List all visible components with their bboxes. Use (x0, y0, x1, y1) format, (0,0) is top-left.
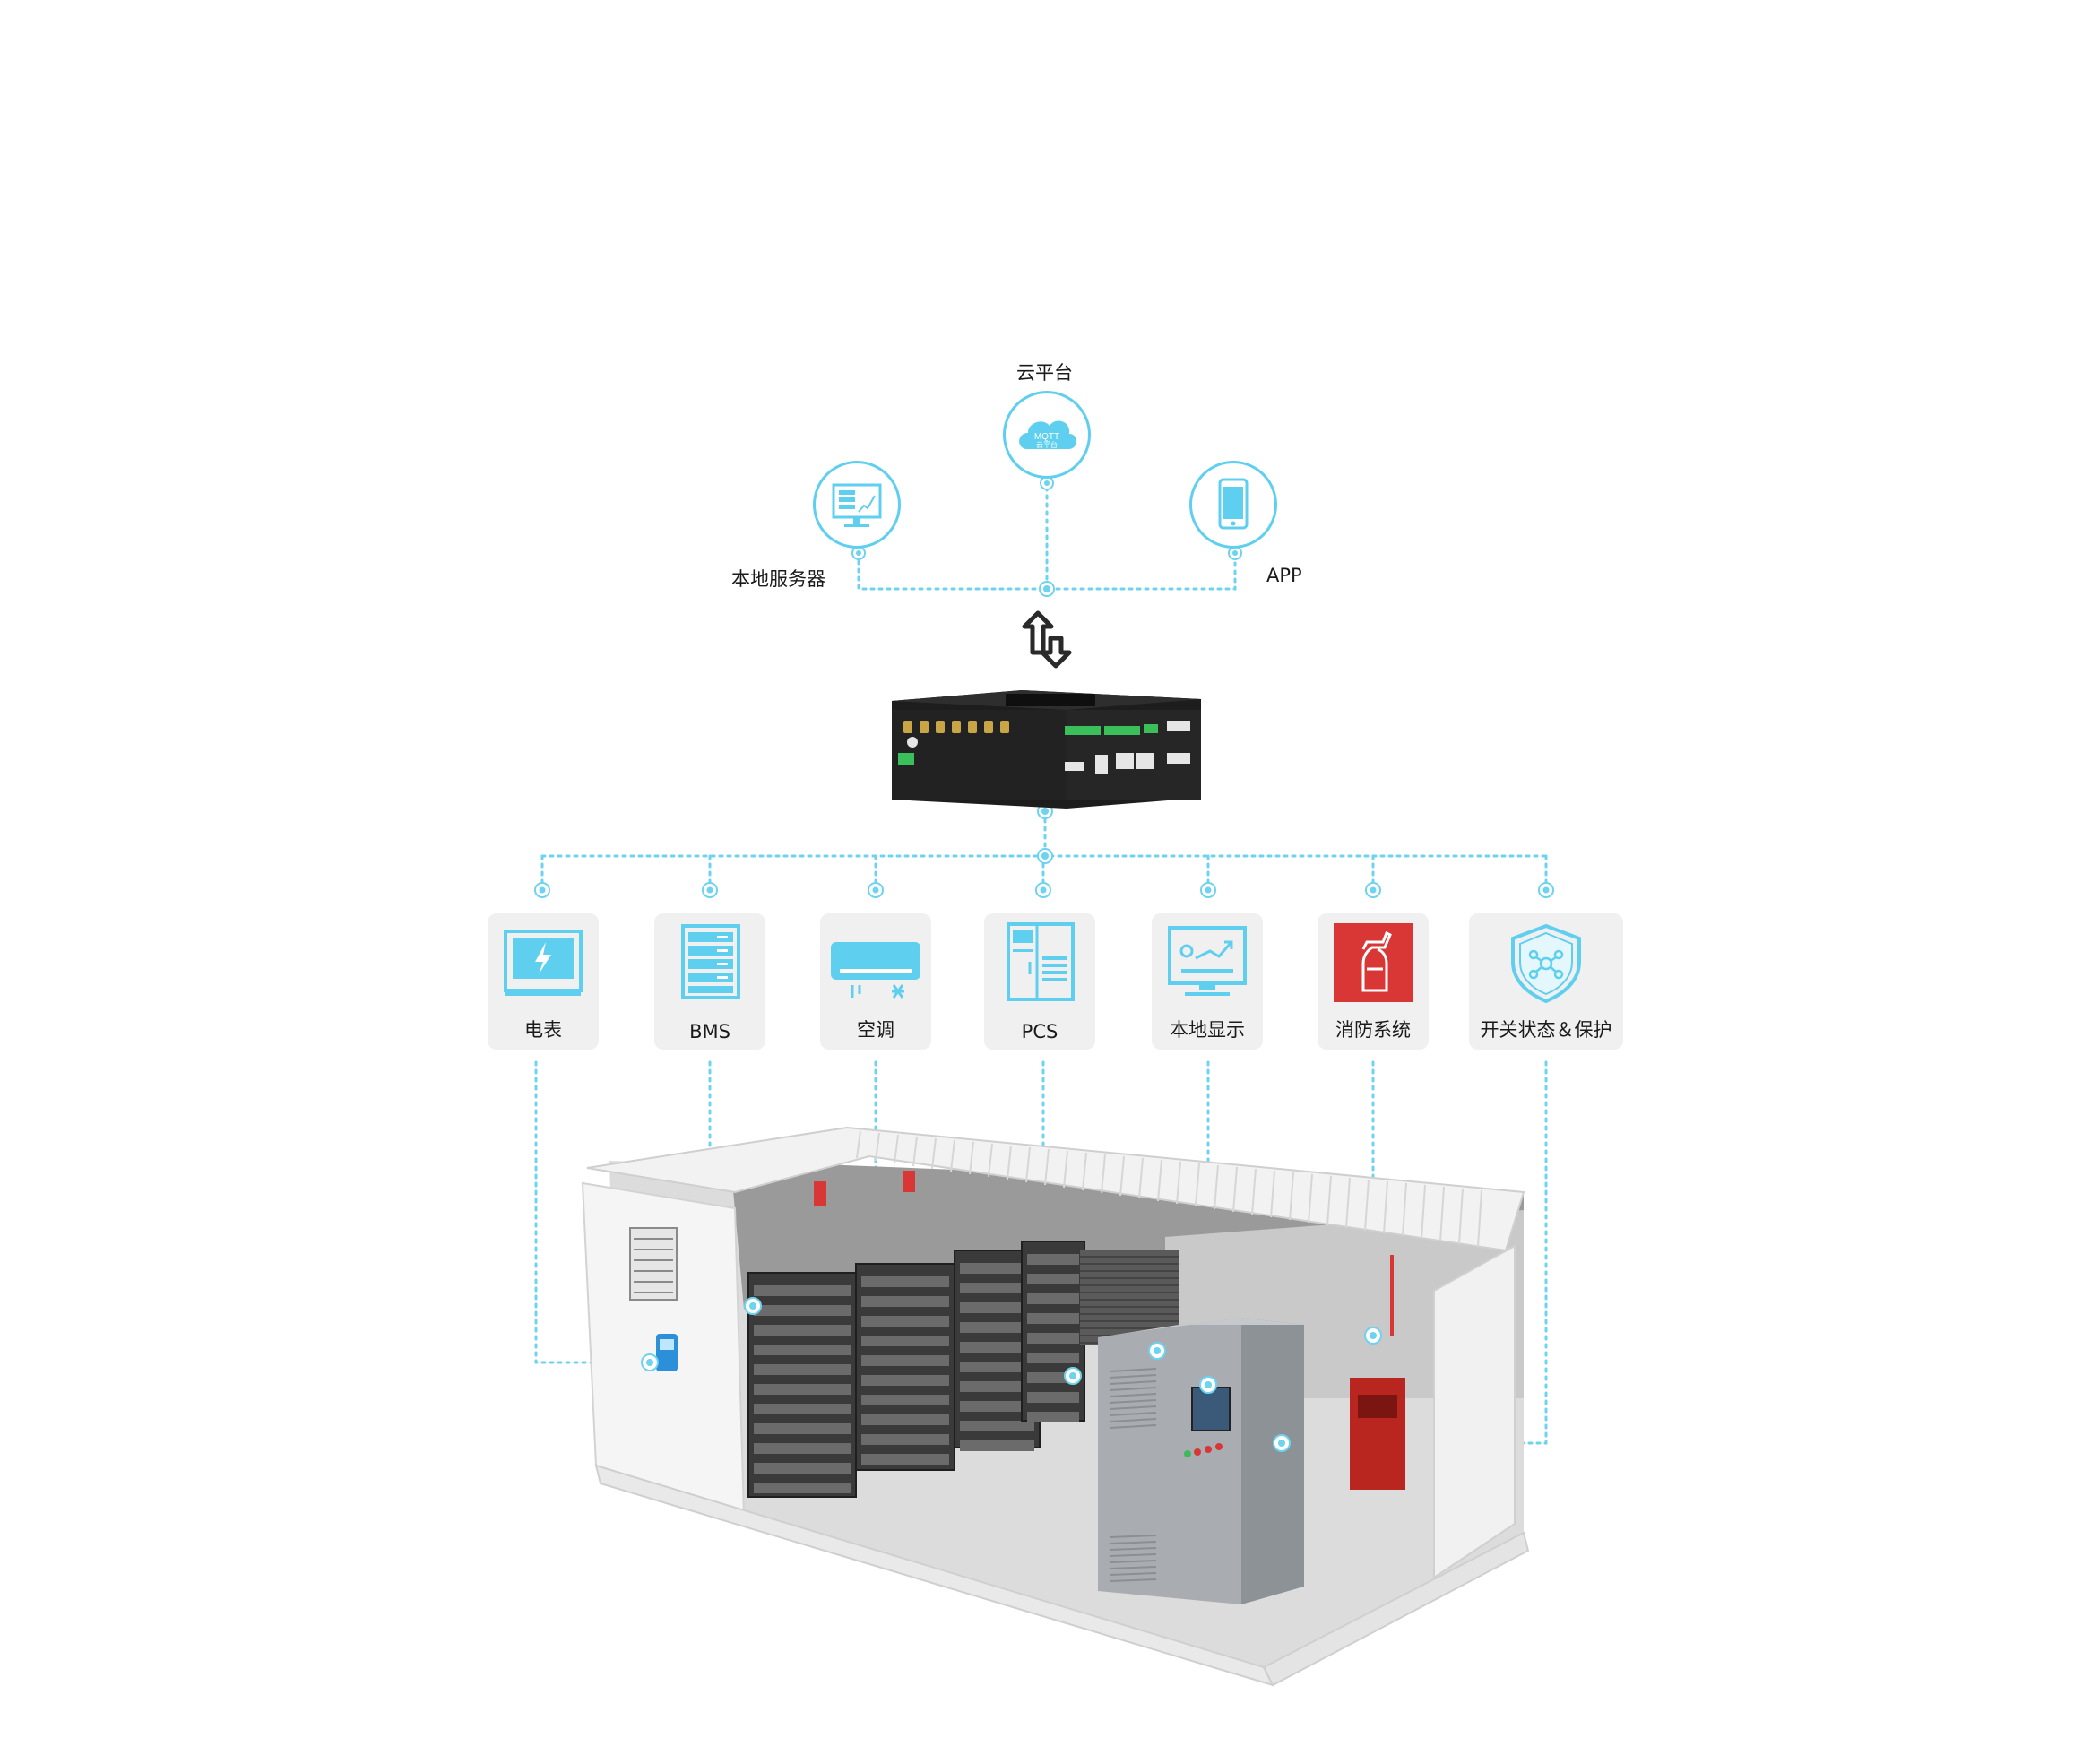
air-conditioner-icon (831, 942, 920, 999)
storage-container-illustration (581, 1126, 1530, 1687)
edge-gateway-device[interactable] (887, 690, 1210, 812)
device-card-bms[interactable]: BMS (654, 913, 765, 1050)
device-label-bms: BMS (689, 1021, 730, 1042)
monitor-server-icon (832, 483, 882, 527)
smartphone-icon (1218, 478, 1249, 530)
device-card-fire-system[interactable]: 消防系统 (1318, 913, 1429, 1050)
shield-protection-icon (1511, 923, 1581, 1003)
device-card-power-meter[interactable]: 电表 (488, 913, 599, 1050)
bms-rack-icon (681, 924, 740, 999)
device-label-pcs: PCS (1021, 1021, 1058, 1042)
device-label-air-conditioner: 空调 (857, 1019, 894, 1041)
local-server-label: 本地服务器 (731, 568, 825, 590)
device-card-local-display[interactable]: 本地显示 (1152, 913, 1263, 1050)
app-label: APP (1266, 565, 1302, 586)
cloud-platform-node[interactable]: MQTT 云平台 (1003, 391, 1091, 479)
device-label-fire-system: 消防系统 (1335, 1019, 1411, 1041)
device-label-switch-protection: 开关状态＆保护 (1480, 1019, 1612, 1041)
local-server-node[interactable] (813, 461, 901, 549)
device-label-power-meter: 电表 (524, 1019, 562, 1041)
bidirectional-arrow-icon (1022, 610, 1072, 669)
device-card-pcs[interactable]: PCS (984, 913, 1095, 1050)
device-card-switch-protection[interactable]: 开关状态＆保护 (1469, 913, 1623, 1050)
pcs-cabinet-icon (1007, 922, 1075, 1001)
device-label-local-display: 本地显示 (1170, 1019, 1245, 1041)
device-card-air-conditioner[interactable]: 空调 (820, 913, 931, 1050)
svg-text:MQTT: MQTT (1034, 432, 1059, 442)
cloud-mqtt-icon: MQTT 云平台 (1019, 420, 1077, 449)
fire-extinguisher-icon (1334, 923, 1413, 1002)
app-node[interactable] (1189, 461, 1277, 549)
svg-text:云平台: 云平台 (1036, 440, 1058, 449)
power-meter-icon (504, 930, 583, 996)
cloud-platform-label: 云平台 (1016, 362, 1073, 384)
local-display-icon (1168, 926, 1247, 996)
